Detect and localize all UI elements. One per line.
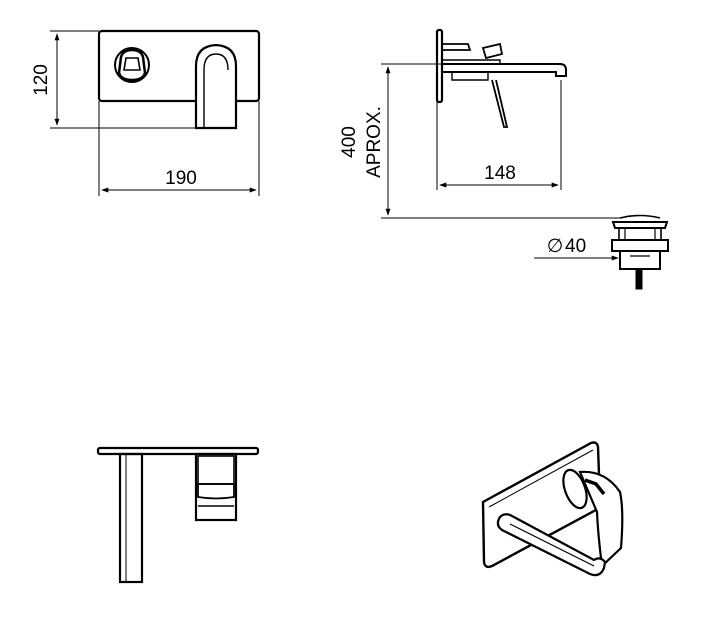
side-dim-spout xyxy=(436,80,562,190)
dim-front-width-label: 190 xyxy=(165,168,197,189)
front-handle xyxy=(114,47,150,83)
front-spout xyxy=(194,43,238,130)
side-view xyxy=(435,28,567,128)
dim-side-height-note: APROX. xyxy=(364,106,385,178)
top-backplate xyxy=(96,446,260,456)
isometric-view xyxy=(481,441,624,577)
side-lever xyxy=(481,42,504,60)
dim-spout-length-label: 148 xyxy=(484,163,516,184)
dim-waste-diameter-label: 40 xyxy=(565,236,586,257)
iso-spout xyxy=(496,513,607,577)
dim-waste-diameter-symbol: ∅ xyxy=(547,236,564,257)
front-dim-width xyxy=(98,101,260,196)
waste-valve xyxy=(611,214,669,290)
top-spout xyxy=(118,452,144,584)
front-backplate xyxy=(97,29,261,103)
side-dim-height xyxy=(381,63,622,219)
side-valve-rod xyxy=(491,79,509,128)
front-view xyxy=(97,29,261,130)
side-spout xyxy=(442,63,567,77)
top-view xyxy=(96,446,260,584)
dim-front-height-label: 120 xyxy=(31,64,52,96)
side-backplate xyxy=(435,28,444,104)
iso-handle xyxy=(562,468,624,569)
dim-side-height-label: 400 xyxy=(339,126,360,158)
front-dim-height xyxy=(50,30,196,129)
top-handle xyxy=(194,452,238,522)
